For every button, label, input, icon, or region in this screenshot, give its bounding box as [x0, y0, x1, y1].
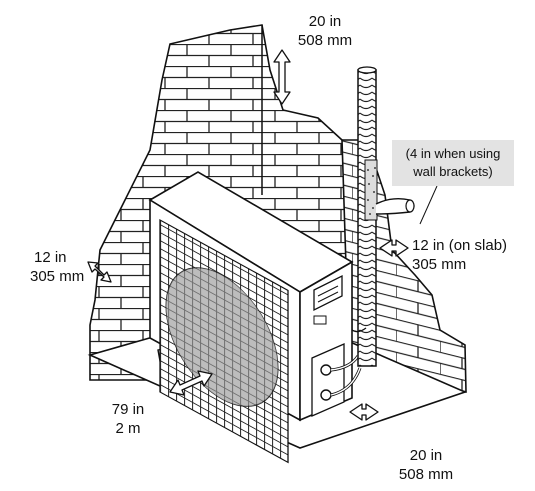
- top-clearance-label: 20 in 508 mm: [290, 12, 360, 50]
- front-clearance-mm: 2 m: [115, 420, 141, 437]
- service-valve-upper: [320, 364, 332, 376]
- wall-bracket-note-line2: wall brackets): [413, 164, 493, 179]
- wall-bracket-note-line1: (4 in when using: [405, 146, 501, 161]
- top-clearance-in: 20 in: [308, 13, 342, 30]
- side-clearance-label: 20 in 508 mm: [388, 446, 464, 484]
- note-leader: [419, 185, 438, 225]
- wall-sleeve: [364, 159, 378, 221]
- front-clearance-in: 79 in: [111, 401, 145, 418]
- right-clearance-label: 12 in (on slab) 305 mm: [412, 236, 534, 274]
- arrow-side-clearance: [349, 403, 379, 421]
- fan-grille: [159, 218, 289, 464]
- wall-bracket-note: (4 in when using wall brackets): [392, 140, 514, 186]
- right-clearance-in: 12 in (on slab): [412, 237, 508, 254]
- arrow-top-clearance: [273, 49, 291, 105]
- nameplate: [313, 274, 343, 312]
- service-valve-panel: [311, 343, 345, 417]
- service-valve-lower: [320, 389, 332, 401]
- arrow-right-clearance: [379, 239, 409, 257]
- left-clearance-in: 12 in: [34, 249, 67, 266]
- top-clearance-mm: 508 mm: [297, 32, 353, 49]
- front-clearance-label: 79 in 2 m: [98, 400, 158, 438]
- right-clearance-mm: 305 mm: [412, 256, 467, 273]
- side-clearance-in: 20 in: [409, 447, 443, 464]
- arrow-front-clearance: [169, 370, 213, 396]
- left-clearance-label: 12 in 305 mm: [30, 248, 110, 286]
- arrow-left-clearance: [87, 261, 112, 283]
- left-clearance-mm: 305 mm: [30, 268, 85, 285]
- side-clearance-mm: 508 mm: [398, 466, 454, 483]
